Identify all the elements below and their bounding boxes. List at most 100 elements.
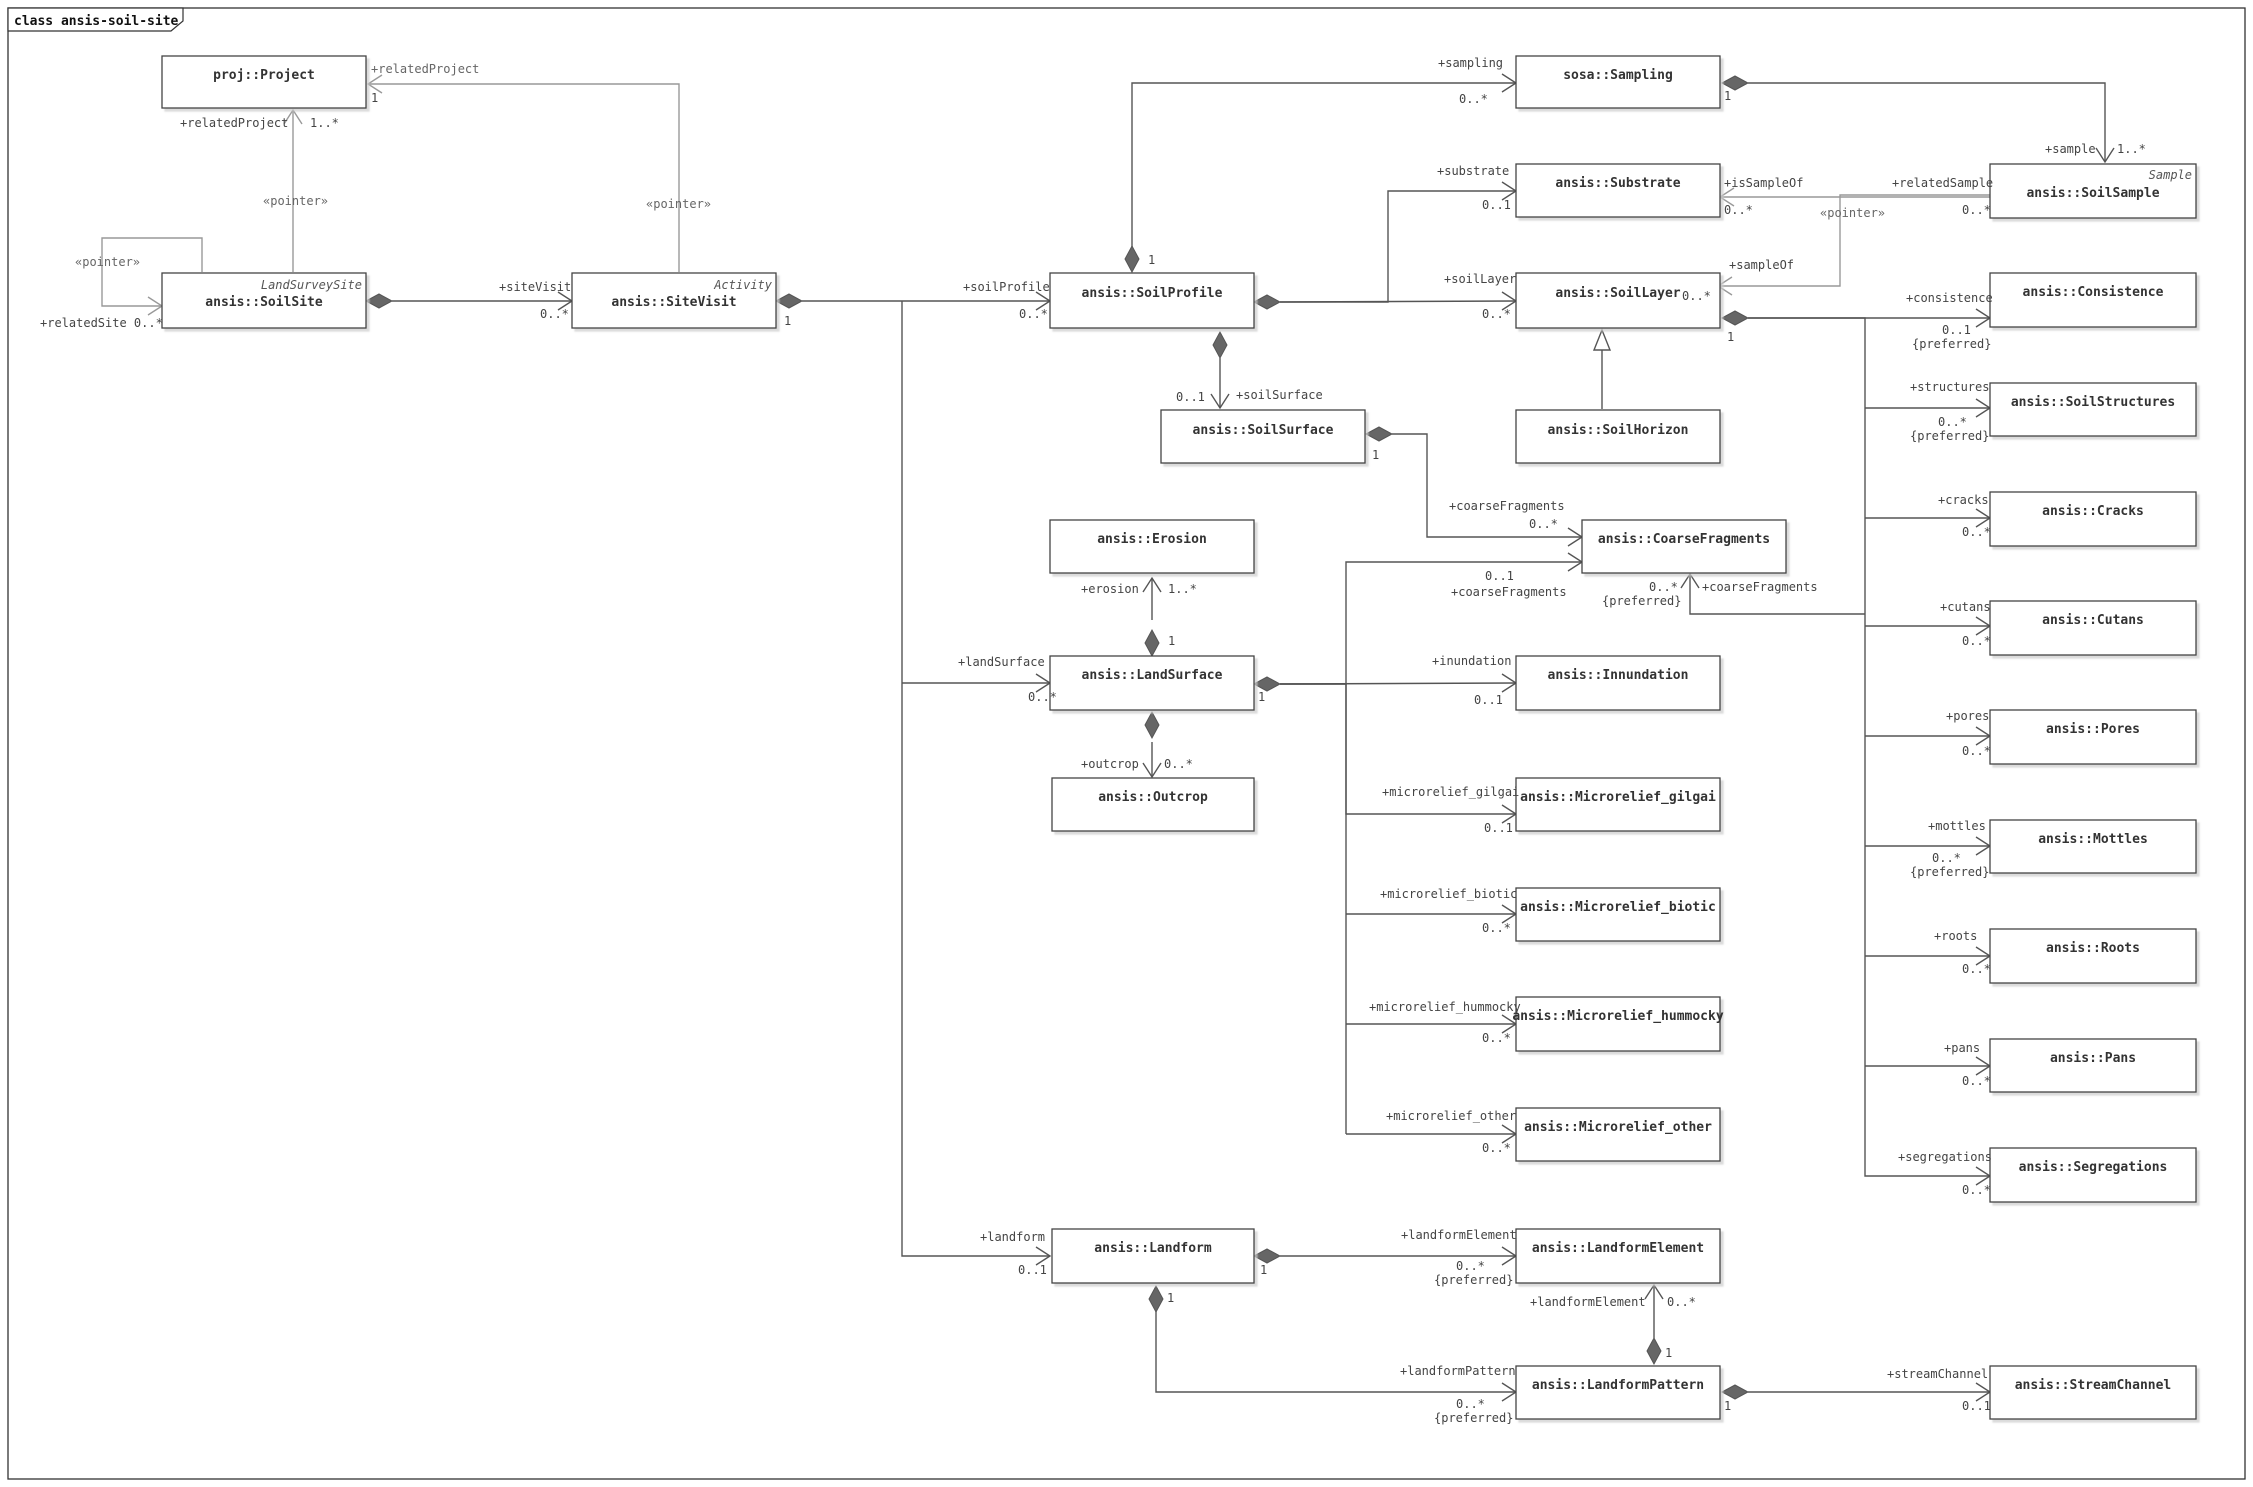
multiplicity-label: 0..* [1649,580,1678,594]
class-soilsurface[interactable]: ansis::SoilSurface [1160,409,1366,464]
role-label: +siteVisit [499,280,571,294]
multiplicity-label: 0..* [1482,307,1511,321]
role-label: +coarseFragments [1449,499,1565,513]
multiplicity-label: 1 [1148,253,1155,267]
multiplicity-label: 1 [1665,1346,1672,1360]
assoc-landform [901,301,1050,1257]
class-substrate[interactable]: ansis::Substrate [1515,163,1721,218]
multiplicity-label: 1..* [1168,582,1197,596]
multiplicity-label: 1 [1372,448,1379,462]
role-label: +substrate [1437,164,1509,178]
multiplicity-label: 0..* [1962,634,1991,648]
class-name: ansis::Innundation [1548,668,1689,683]
class-consistence[interactable]: ansis::Consistence [1989,272,2197,328]
class-cutans[interactable]: ansis::Cutans [1989,600,2197,656]
constraint-label: {preferred} [1602,594,1681,608]
class-stereotype: LandSurveySite [261,278,362,292]
class-soilhorizon[interactable]: ansis::SoilHorizon [1515,409,1721,464]
class-cracks[interactable]: ansis::Cracks [1989,491,2197,547]
class-name: ansis::Microrelief_hummocky [1512,1009,1723,1024]
class-soillayer[interactable]: ansis::SoilLayer [1515,272,1721,329]
class-soilstructures[interactable]: ansis::SoilStructures [1989,382,2197,437]
class-name: ansis::Substrate [1555,176,1680,191]
multiplicity-label: 0..1 [1176,390,1205,404]
multiplicity-label: 1 [371,91,378,105]
class-name: ansis::Microrelief_other [1524,1120,1712,1135]
multiplicity-label: 0..* [1529,517,1558,531]
class-soilsite[interactable]: LandSurveySite ansis::SoilSite [161,272,367,329]
class-name: ansis::Pans [2050,1051,2136,1066]
frame-title: class ansis-soil-site [14,14,179,29]
class-pans[interactable]: ansis::Pans [1989,1038,2197,1093]
constraint-label: {preferred} [1912,337,1991,351]
class-name: ansis::Outcrop [1098,790,1208,805]
class-erosion[interactable]: ansis::Erosion [1049,519,1255,574]
class-soilprofile[interactable]: ansis::SoilProfile [1049,272,1255,329]
class-soilsample[interactable]: Sample ansis::SoilSample [1989,163,2197,219]
role-label: +relatedProject [180,116,288,130]
class-landsurface[interactable]: ansis::LandSurface [1049,655,1255,711]
class-landform[interactable]: ansis::Landform [1051,1228,1255,1284]
assoc-coarse-surface [1392,433,1582,538]
class-landformelement[interactable]: ansis::LandformElement [1515,1228,1721,1284]
class-name: ansis::Cracks [2042,504,2144,519]
multiplicity-label: 0..1 [1484,821,1513,835]
class-roots[interactable]: ansis::Roots [1989,928,2197,984]
multiplicity-label: 1 [1167,1291,1174,1305]
role-label: +erosion [1081,582,1139,596]
class-name: ansis::SoilLayer [1555,286,1680,301]
multiplicity-label: 1 [1727,330,1734,344]
stereotype-label: «pointer» [1820,206,1885,220]
multiplicity-label: 1 [1168,634,1175,648]
class-streamchannel[interactable]: ansis::StreamChannel [1989,1365,2197,1420]
role-label: +relatedProject [371,62,479,76]
class-innundation[interactable]: ansis::Innundation [1515,655,1721,711]
class-microrelief-hummocky[interactable]: ansis::Microrelief_hummocky [1512,996,1724,1052]
constraint-label: {preferred} [1434,1411,1513,1425]
class-microrelief-gilgai[interactable]: ansis::Microrelief_gilgai [1515,777,1721,832]
role-label: +microrelief_other [1386,1109,1516,1123]
role-label: +outcrop [1081,757,1139,771]
class-landformpattern[interactable]: ansis::LandformPattern [1515,1365,1721,1420]
diamond-landsurface-erosion [1144,628,1160,658]
class-outcrop[interactable]: ansis::Outcrop [1051,777,1255,832]
class-mottles[interactable]: ansis::Mottles [1989,819,2197,874]
multiplicity-label: 1..* [310,116,339,130]
class-segregations[interactable]: ansis::Segregations [1989,1147,2197,1203]
assoc-landformpattern [1155,1300,1516,1393]
class-pores[interactable]: ansis::Pores [1989,709,2197,765]
role-label: +consistence [1906,291,1993,305]
generalization-arrow [1592,328,1612,351]
role-label: +mottles [1928,819,1986,833]
role-label: +soilLayer [1444,272,1516,286]
class-name: ansis::SiteVisit [611,295,736,310]
multiplicity-label: 0..* [1164,757,1193,771]
role-label: +sample [2045,142,2096,156]
diamond-landformpattern-element [1646,1336,1662,1366]
class-name: ansis::SoilSite [205,295,323,310]
constraint-label: {preferred} [1910,865,1989,879]
class-name: ansis::SoilStructures [2011,395,2175,410]
diamond-soilprofile [1252,294,1282,310]
role-label: +microrelief_biotic [1380,887,1517,901]
multiplicity-label: 0..* [1962,962,1991,976]
multiplicity-label: 0..1 [1474,693,1503,707]
multiplicity-label: 0..* [1932,851,1961,865]
role-label: +sampleOf [1729,258,1794,272]
class-microrelief-biotic[interactable]: ansis::Microrelief_biotic [1515,887,1721,942]
class-coarsefragments[interactable]: ansis::CoarseFragments [1581,519,1787,574]
dependency-soilsite-self [101,237,203,307]
class-stereotype: Sample [2149,168,2192,182]
class-stereotype: Activity [713,278,773,292]
class-name: ansis::Mottles [2038,832,2148,847]
dependency-sitevisit-project [368,83,680,272]
class-sampling[interactable]: sosa::Sampling [1515,55,1721,109]
class-sitevisit[interactable]: Activity ansis::SiteVisit [571,272,777,329]
stereotype-label: «pointer» [646,197,711,211]
class-project[interactable]: proj::Project [161,55,367,109]
role-label: +relatedSample [1892,176,1993,190]
role-label: +sampling [1438,56,1503,70]
class-microrelief-other[interactable]: ansis::Microrelief_other [1515,1107,1721,1162]
diamond-landform [1252,1248,1282,1264]
assoc-sampling [1131,82,1516,250]
